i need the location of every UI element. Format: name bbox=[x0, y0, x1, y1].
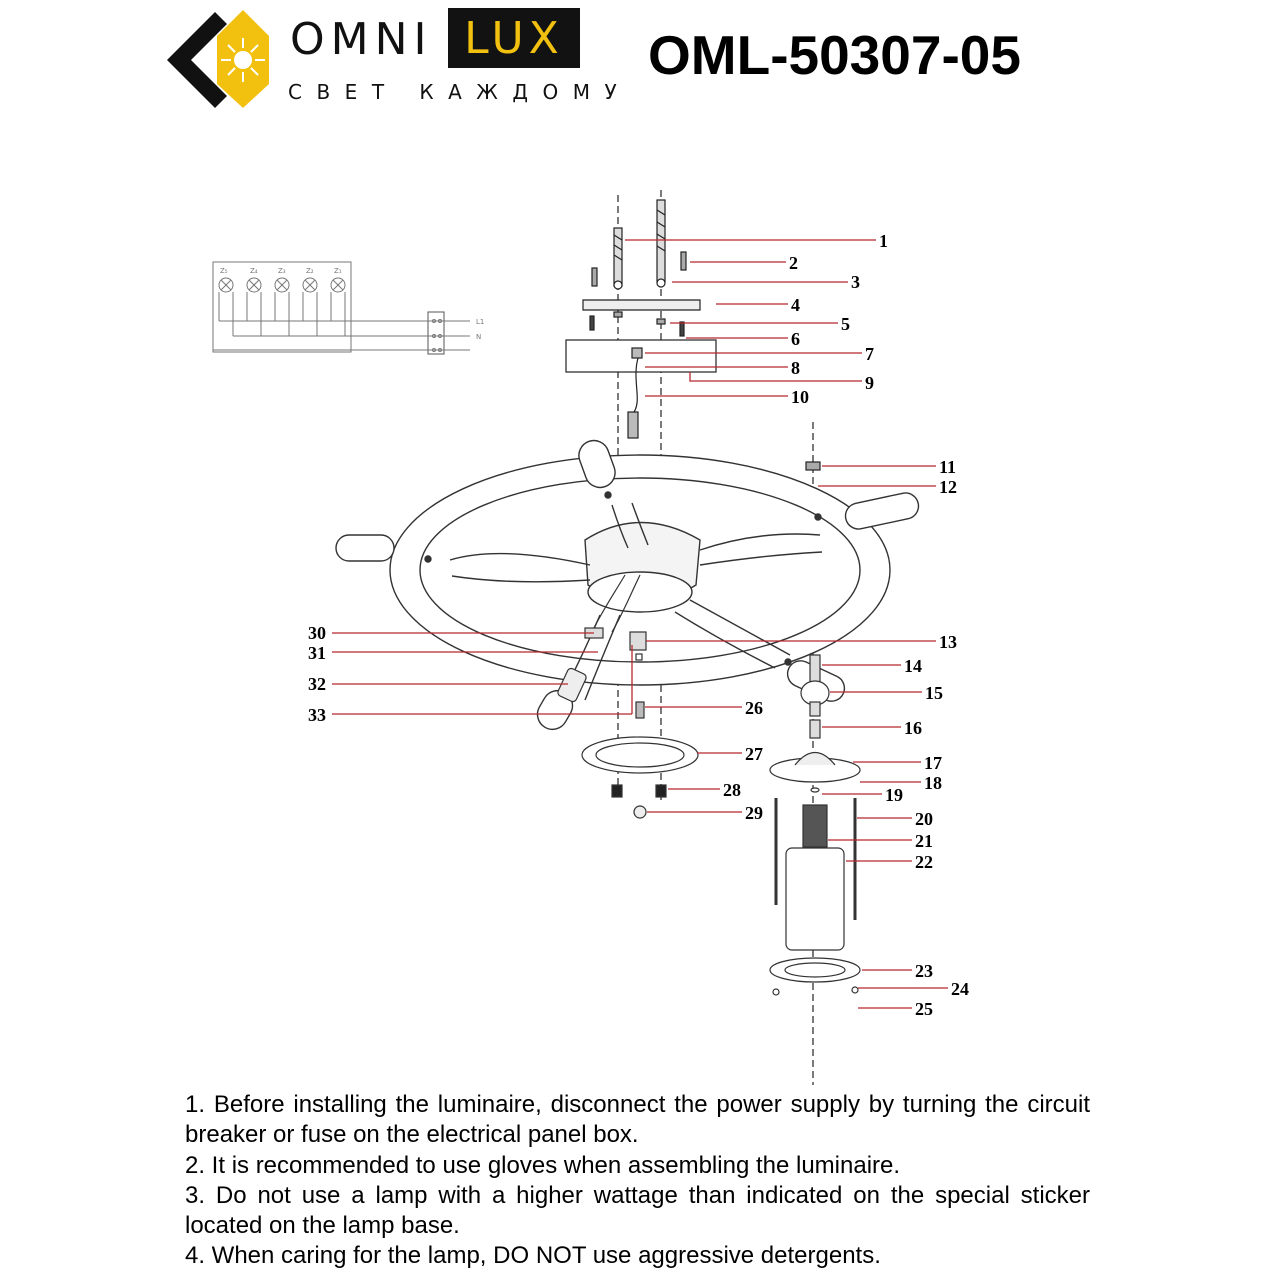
brand-name-lux: LUX bbox=[448, 8, 580, 68]
callout-number: 16 bbox=[904, 718, 922, 738]
callout-number: 7 bbox=[865, 344, 874, 364]
callout-number: 22 bbox=[915, 852, 933, 872]
callout-number: 3 bbox=[851, 272, 860, 292]
lower-fittings bbox=[581, 654, 861, 996]
callout-number: 6 bbox=[791, 329, 800, 349]
callout-number: 20 bbox=[915, 809, 933, 829]
callout-number: 30 bbox=[308, 623, 326, 643]
callout-leader-lines bbox=[332, 239, 948, 1009]
callout-labels: 1 2 3 4 5 6 7 8 9 10 11 12 13 14 15 16 1… bbox=[308, 231, 969, 1019]
callout-number: 25 bbox=[915, 999, 933, 1019]
callout-number: 4 bbox=[791, 295, 800, 315]
note-item: 4. When caring for the lamp, DO NOT use … bbox=[185, 1242, 881, 1270]
callout-number: 33 bbox=[308, 705, 326, 725]
model-number: OML-50307-05 bbox=[648, 24, 1021, 86]
callout-number: 28 bbox=[723, 780, 741, 800]
callout-number: 11 bbox=[939, 457, 956, 477]
callout-number: 2 bbox=[789, 253, 798, 273]
line-label-n: N bbox=[476, 333, 481, 341]
callout-number: 10 bbox=[791, 387, 809, 407]
callout-number: 21 bbox=[915, 831, 933, 851]
callout-number: 29 bbox=[745, 803, 763, 823]
callout-number: 14 bbox=[904, 656, 922, 676]
note-item: 1. Before installing the luminaire, disc… bbox=[185, 1091, 1090, 1149]
callout-number: 26 bbox=[745, 698, 763, 718]
callout-number: 23 bbox=[915, 961, 933, 981]
callout-number: 12 bbox=[939, 477, 957, 497]
terminal-label: Z₅ bbox=[220, 267, 228, 275]
callout-number: 24 bbox=[951, 979, 969, 999]
note-item: 3. Do not use a lamp with a higher watta… bbox=[185, 1181, 1090, 1240]
callout-number: 13 bbox=[939, 632, 957, 652]
callout-number: 17 bbox=[924, 753, 942, 773]
logo-emblem-icon bbox=[167, 10, 269, 108]
brand-name-omni: OMNI bbox=[290, 14, 433, 65]
callout-number: 32 bbox=[308, 674, 326, 694]
callout-number: 1 bbox=[879, 231, 888, 251]
exploded-assembly-diagram: Z₅ Z₄ Z₃ Z₂ Z₁ L1 N bbox=[212, 190, 969, 1085]
wiring-schematic bbox=[212, 261, 470, 355]
brand-tagline: СВЕТ КАЖДОМУ bbox=[288, 80, 632, 104]
note-item: 2. It is recommended to use gloves when … bbox=[185, 1151, 901, 1179]
terminal-label: Z₂ bbox=[306, 267, 314, 275]
mounting-hardware bbox=[565, 199, 821, 471]
callout-number: 8 bbox=[791, 358, 800, 378]
callout-number: 27 bbox=[745, 744, 763, 764]
terminal-label: Z₃ bbox=[278, 267, 286, 275]
callout-number: 9 bbox=[865, 373, 874, 393]
callout-number: 31 bbox=[308, 643, 326, 663]
terminal-label: Z₄ bbox=[250, 267, 258, 275]
terminal-label: Z₁ bbox=[334, 267, 342, 275]
callout-number: 19 bbox=[885, 785, 903, 805]
line-label-l1: L1 bbox=[476, 318, 484, 326]
ship-wheel-frame bbox=[335, 439, 920, 731]
callout-number: 18 bbox=[924, 773, 942, 793]
omnilux-logo bbox=[167, 10, 269, 108]
callout-number: 5 bbox=[841, 314, 850, 334]
callout-number: 15 bbox=[925, 683, 943, 703]
installation-notes: 1. Before installing the luminaire, disc… bbox=[185, 1090, 1090, 1272]
